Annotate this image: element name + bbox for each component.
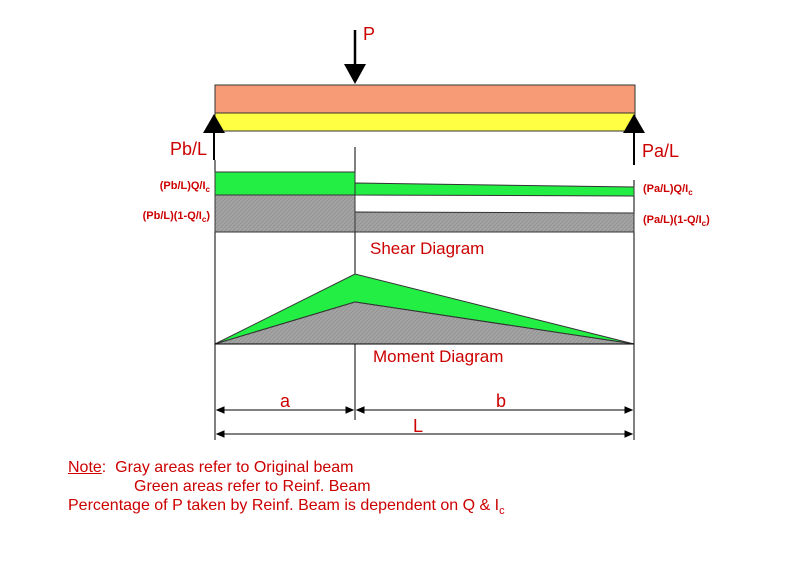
right-reaction-label: Pa/L: [642, 141, 679, 161]
note-block: Note: Gray areas refer to Original beam …: [68, 458, 505, 521]
note-line-3-text: Percentage of P taken by Reinf. Beam is …: [68, 497, 500, 514]
load-label: P: [363, 24, 375, 44]
note-line-1: Note: Gray areas refer to Original beam: [68, 458, 505, 477]
shear-right-orig-label: (Pa/L)(1-Q/Ic): [643, 214, 710, 228]
shear-orig-right: [354, 211, 635, 233]
shear-reinf-right: [354, 182, 635, 197]
beam-reinforcement: [214, 112, 636, 132]
note-line-2-text: Green areas refer to Reinf. Beam: [134, 478, 371, 495]
note-colon: :: [101, 459, 107, 476]
moment-diagram-title: Moment Diagram: [373, 347, 503, 366]
left-reaction-arrow-head: [203, 114, 225, 133]
shear-left-reinf-label: (Pb/L)Q/Ic: [160, 180, 211, 194]
shear-right-reinf-label: (Pa/L)Q/Ic: [643, 183, 693, 197]
load-arrow-head: [344, 64, 366, 84]
dimension-b-label: b: [496, 391, 506, 411]
shear-left-orig-label: (Pb/L)(1-Q/Ic): [143, 210, 211, 224]
dimension-L-label: L: [413, 416, 423, 436]
dimension-a: [215, 406, 355, 414]
dimension-L: [215, 430, 634, 438]
note-heading: Note: [68, 459, 102, 476]
beam-original: [214, 84, 636, 114]
shear-orig-left: [214, 194, 356, 233]
dimension-b: [355, 406, 634, 414]
shear-reinf-left: [214, 171, 356, 196]
note-line-1-text: Gray areas refer to Original beam: [115, 459, 354, 476]
note-line-3-subscript: c: [499, 505, 505, 518]
shear-diagram-title: Shear Diagram: [370, 239, 484, 258]
right-reaction-arrow-head: [623, 114, 645, 133]
left-reaction-label: Pb/L: [170, 139, 207, 159]
note-line-3: Percentage of P taken by Reinf. Beam is …: [68, 496, 505, 521]
note-line-2: Green areas refer to Reinf. Beam: [68, 477, 505, 496]
dimension-a-label: a: [280, 391, 291, 411]
